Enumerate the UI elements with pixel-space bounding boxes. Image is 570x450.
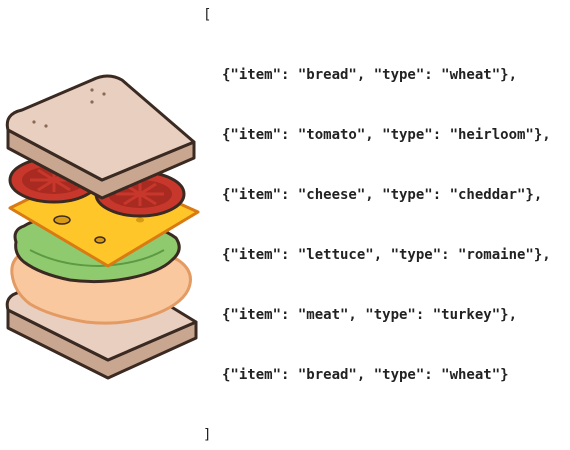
- json-line-lettuce: {"item": "lettuce", "type": "romaine"},: [222, 247, 551, 263]
- open-bracket: [: [203, 7, 212, 23]
- json-line-tomato: {"item": "tomato", "type": "heirloom"},: [222, 127, 551, 143]
- json-line-meat: {"item": "meat", "type": "turkey"},: [222, 307, 518, 323]
- json-line-bread-bottom: {"item": "bread", "type": "wheat"}: [222, 367, 509, 383]
- close-bracket: ]: [203, 427, 212, 443]
- top-bread-slice: [5, 74, 196, 200]
- json-line-bread-top: {"item": "bread", "type": "wheat"},: [222, 67, 518, 83]
- json-line-cheese: {"item": "cheese", "type": "cheddar"},: [222, 187, 543, 203]
- sandwich-illustration: [5, 74, 200, 380]
